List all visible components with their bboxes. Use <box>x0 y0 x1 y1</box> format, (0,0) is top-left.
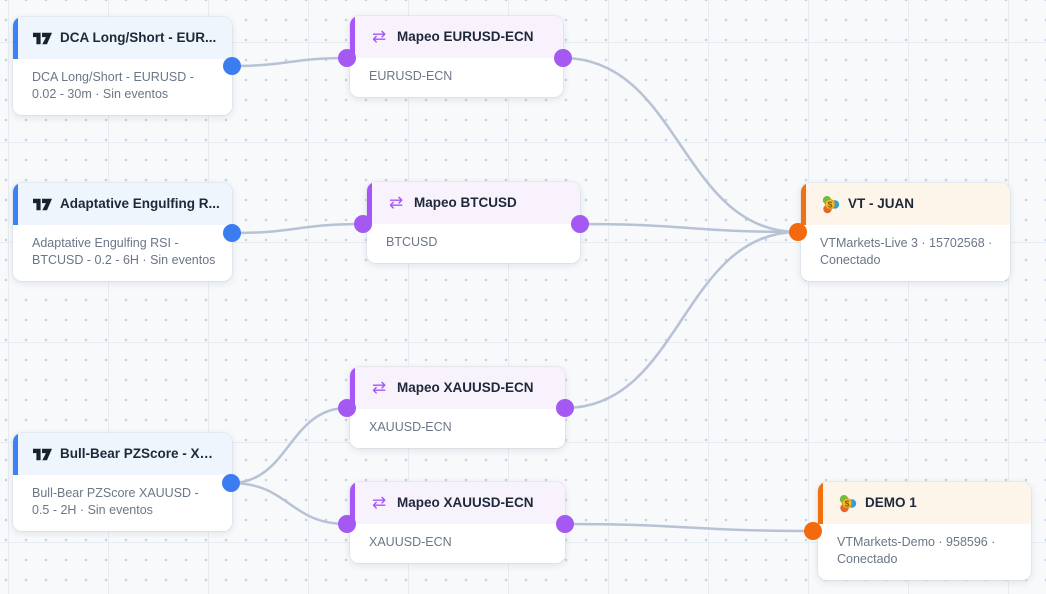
node-header: ⇄ Mapeo XAUUSD-ECN <box>350 367 565 409</box>
flow-node-bullbear-strategy[interactable]: Bull-Bear PZScore - XA... Bull-Bear PZSc… <box>13 433 232 531</box>
edge-bullbear-to-mapeo-xau-bottom <box>229 481 349 526</box>
node-subtitle: Bull-Bear PZScore XAUUSD - 0.5 - 2H · Si… <box>13 475 232 531</box>
flow-node-mapeo-xauusd-bottom[interactable]: ⇄ Mapeo XAUUSD-ECN XAUUSD-ECN <box>350 482 565 563</box>
node-header: Bull-Bear PZScore - XA... <box>13 433 232 475</box>
port-output-bullbear[interactable] <box>222 474 240 492</box>
metatrader-account-icon: $ <box>820 195 840 213</box>
tradingview-icon <box>32 29 52 47</box>
node-title: Mapeo EURUSD-ECN <box>397 29 534 44</box>
node-header: ⇄ Mapeo BTCUSD <box>367 182 580 224</box>
node-subtitle: Adaptative Engulfing RSI - BTCUSD - 0.2 … <box>13 225 232 281</box>
flow-node-adaptative-strategy[interactable]: Adaptative Engulfing R... Adaptative Eng… <box>13 183 232 281</box>
node-header: Adaptative Engulfing R... <box>13 183 232 225</box>
port-output-adaptative[interactable] <box>223 224 241 242</box>
node-subtitle: DCA Long/Short - EURUSD - 0.02 - 30m · S… <box>13 59 232 115</box>
edge-mapeo-xau-top-to-vt <box>563 230 800 410</box>
flow-node-account-vt-juan[interactable]: $ VT - JUAN VTMarkets-Live 3 · 15702568 … <box>801 183 1010 281</box>
edge-bullbear-to-mapeo-xau-top <box>229 406 349 485</box>
port-output-mapeo-xauusd-top[interactable] <box>556 399 574 417</box>
edge-mapeo-btc-to-vt <box>578 222 800 234</box>
flow-node-mapeo-xauusd-top[interactable]: ⇄ Mapeo XAUUSD-ECN XAUUSD-ECN <box>350 367 565 448</box>
port-input-demo-1[interactable] <box>804 522 822 540</box>
node-header: DCA Long/Short - EUR... <box>13 17 232 59</box>
swap-arrows-icon: ⇄ <box>371 27 387 46</box>
port-input-mapeo-xauusd-top[interactable] <box>338 399 356 417</box>
node-title: VT - JUAN <box>848 196 915 211</box>
swap-arrows-icon: ⇄ <box>388 193 404 212</box>
edge-mapeo-eurusd-to-vt <box>561 56 800 234</box>
metatrader-account-icon: $ <box>837 494 857 512</box>
node-header: ⇄ Mapeo XAUUSD-ECN <box>350 482 565 524</box>
flow-node-mapeo-eurusd[interactable]: ⇄ Mapeo EURUSD-ECN EURUSD-ECN <box>350 16 563 97</box>
port-output-mapeo-btcusd[interactable] <box>571 215 589 233</box>
svg-text:$: $ <box>827 199 832 209</box>
flow-node-dca-strategy[interactable]: DCA Long/Short - EUR... DCA Long/Short -… <box>13 17 232 115</box>
port-input-vt-juan[interactable] <box>789 223 807 241</box>
swap-arrows-icon: ⇄ <box>371 378 387 397</box>
port-input-mapeo-eurusd[interactable] <box>338 49 356 67</box>
tradingview-icon <box>32 195 52 213</box>
node-title: DCA Long/Short - EUR... <box>60 30 217 45</box>
port-output-dca[interactable] <box>223 57 241 75</box>
edge-mapeo-xau-bottom-to-demo <box>563 522 815 533</box>
node-subtitle: XAUUSD-ECN <box>350 409 565 448</box>
port-input-mapeo-btcusd[interactable] <box>354 215 372 233</box>
node-title: Adaptative Engulfing R... <box>60 196 220 211</box>
port-output-mapeo-xauusd-bottom[interactable] <box>556 515 574 533</box>
node-subtitle: BTCUSD <box>367 224 580 263</box>
flow-node-account-demo-1[interactable]: $ DEMO 1 VTMarkets-Demo · 958596 · Conec… <box>818 482 1031 580</box>
node-subtitle: EURUSD-ECN <box>350 58 563 97</box>
node-subtitle: VTMarkets-Live 3 · 15702568 · Conectado <box>801 225 1010 281</box>
node-title: Mapeo BTCUSD <box>414 195 517 210</box>
node-subtitle: VTMarkets-Demo · 958596 · Conectado <box>818 524 1031 580</box>
edge-adaptative-to-mapeo-btc <box>230 222 365 235</box>
tradingview-icon <box>32 445 52 463</box>
svg-text:$: $ <box>844 498 849 508</box>
node-header: ⇄ Mapeo EURUSD-ECN <box>350 16 563 58</box>
flow-node-mapeo-btcusd[interactable]: ⇄ Mapeo BTCUSD BTCUSD <box>367 182 580 263</box>
node-title: Mapeo XAUUSD-ECN <box>397 380 534 395</box>
node-subtitle: XAUUSD-ECN <box>350 524 565 563</box>
port-input-mapeo-xauusd-bottom[interactable] <box>338 515 356 533</box>
node-header: $ DEMO 1 <box>818 482 1031 524</box>
node-header: $ VT - JUAN <box>801 183 1010 225</box>
port-output-mapeo-eurusd[interactable] <box>554 49 572 67</box>
swap-arrows-icon: ⇄ <box>371 493 387 512</box>
edge-dca-to-mapeo-eurusd <box>230 56 349 68</box>
node-title: Bull-Bear PZScore - XA... <box>60 446 220 461</box>
node-title: Mapeo XAUUSD-ECN <box>397 495 534 510</box>
node-title: DEMO 1 <box>865 495 917 510</box>
